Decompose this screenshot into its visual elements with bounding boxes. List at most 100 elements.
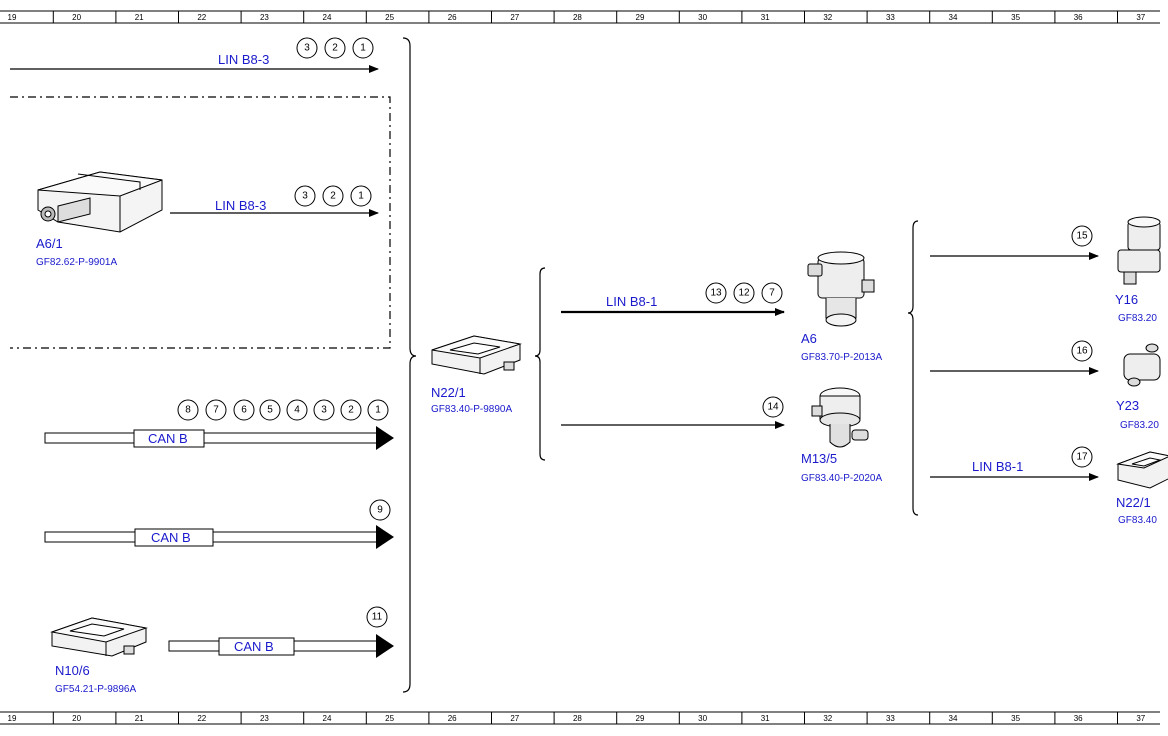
ruler-label: 26 bbox=[448, 13, 457, 22]
callout-circle bbox=[177, 399, 199, 421]
ruler-label: 32 bbox=[823, 714, 832, 723]
bus-label-can-b-row3: CAN B bbox=[148, 431, 188, 446]
component-y23-icon bbox=[1123, 343, 1161, 387]
callout-circle bbox=[205, 399, 227, 421]
bus-label-can-b-row5: CAN B bbox=[234, 639, 274, 654]
callout-number: 3 bbox=[302, 191, 308, 202]
bus-label-lin-b8-3-a6-1: LIN B8-3 bbox=[215, 198, 266, 213]
callout-number: 13 bbox=[710, 288, 722, 299]
callout-number: 6 bbox=[241, 405, 247, 416]
ruler-label: 37 bbox=[1136, 13, 1145, 22]
callout-circle bbox=[369, 499, 391, 521]
callout-number: 1 bbox=[375, 405, 381, 416]
callout-number: 4 bbox=[294, 405, 300, 416]
callout-number: 2 bbox=[330, 191, 336, 202]
component-n10-6-icon bbox=[50, 617, 148, 657]
ruler-label: 24 bbox=[323, 13, 332, 22]
callout-circle bbox=[350, 185, 372, 207]
callouts-row5: 11 bbox=[366, 606, 388, 628]
callouts-row3: 8 7 6 5 4 3 2 1 bbox=[177, 399, 389, 421]
brace-a6-outputs bbox=[907, 220, 919, 516]
bus-label-lin-b8-1-a6: LIN B8-1 bbox=[606, 294, 657, 309]
dashed-group-box bbox=[10, 96, 391, 349]
ruler-label: 33 bbox=[886, 714, 895, 723]
component-ref-n22-1: GF83.40-P-9890A bbox=[431, 404, 512, 415]
component-name-n22-1: N22/1 bbox=[431, 385, 466, 400]
callout-number: 2 bbox=[332, 43, 338, 54]
ruler-label: 21 bbox=[135, 714, 144, 723]
callout-circle bbox=[324, 37, 346, 59]
can-b-arrow-row5 bbox=[168, 634, 394, 658]
callout-circle bbox=[296, 37, 318, 59]
ruler-label: 29 bbox=[636, 714, 645, 723]
ruler-label: 31 bbox=[761, 714, 770, 723]
callout-number: 16 bbox=[1076, 346, 1088, 357]
callouts-row4: 9 bbox=[369, 499, 391, 521]
callout-circle bbox=[1071, 340, 1093, 362]
component-ref-a6-1: GF82.62-P-9901A bbox=[36, 257, 117, 268]
callout-circle bbox=[322, 185, 344, 207]
ruler-label: 35 bbox=[1011, 13, 1020, 22]
component-ref-n22-1-right: GF83.40 bbox=[1118, 515, 1157, 526]
callout-circle bbox=[294, 185, 316, 207]
ruler-label: 20 bbox=[72, 714, 81, 723]
callout-number: 2 bbox=[348, 405, 354, 416]
callout-circle bbox=[761, 282, 783, 304]
component-y16-icon bbox=[1117, 216, 1161, 285]
callout-circle bbox=[1071, 446, 1093, 468]
component-m13-5-icon bbox=[811, 387, 869, 448]
callout-number: 7 bbox=[769, 288, 775, 299]
component-a6-1-icon bbox=[37, 171, 163, 233]
component-name-y23: Y23 bbox=[1116, 398, 1139, 413]
callout-circle bbox=[762, 396, 784, 418]
ruler-label: 23 bbox=[260, 13, 269, 22]
callouts-n22-right-line: 17 bbox=[1071, 446, 1093, 468]
callout-circle bbox=[259, 399, 281, 421]
bus-label-lin-b8-3-top: LIN B8-3 bbox=[218, 52, 269, 67]
ruler-label: 28 bbox=[573, 714, 582, 723]
ruler-label: 24 bbox=[323, 714, 332, 723]
callouts-y16-line: 15 bbox=[1071, 225, 1093, 247]
ruler-label: 22 bbox=[197, 714, 206, 723]
callout-circle bbox=[313, 399, 335, 421]
callout-circle bbox=[733, 282, 755, 304]
callout-number: 15 bbox=[1076, 231, 1088, 242]
ruler-label: 29 bbox=[636, 13, 645, 22]
ruler-label: 23 bbox=[260, 714, 269, 723]
callout-number: 8 bbox=[185, 405, 191, 416]
component-name-n22-1-right: N22/1 bbox=[1116, 495, 1151, 510]
component-n22-1-icon bbox=[431, 335, 522, 375]
callout-circle bbox=[367, 399, 389, 421]
component-name-a6-1: A6/1 bbox=[36, 236, 63, 251]
callout-number: 5 bbox=[267, 405, 273, 416]
callout-number: 12 bbox=[738, 288, 750, 299]
ruler-label: 26 bbox=[448, 714, 457, 723]
ruler-label: 30 bbox=[698, 13, 707, 22]
component-ref-a6: GF83.70-P-2013A bbox=[801, 352, 882, 363]
ruler-label: 25 bbox=[385, 714, 394, 723]
component-name-n10-6: N10/6 bbox=[55, 663, 90, 678]
callout-number: 1 bbox=[358, 191, 364, 202]
bus-label-can-b-row4: CAN B bbox=[151, 530, 191, 545]
callout-number: 9 bbox=[377, 505, 383, 516]
callout-number: 17 bbox=[1076, 452, 1088, 463]
ruler-label: 20 bbox=[72, 13, 81, 22]
component-ref-n10-6: GF54.21-P-9896A bbox=[55, 684, 136, 695]
ruler-label: 28 bbox=[573, 13, 582, 22]
can-b-arrow-row3 bbox=[44, 426, 394, 450]
brace-left-inputs bbox=[402, 37, 417, 693]
ruler-label: 21 bbox=[135, 13, 144, 22]
callout-number: 1 bbox=[360, 43, 366, 54]
ruler-label: 25 bbox=[385, 13, 394, 22]
callout-number: 3 bbox=[321, 405, 327, 416]
ruler-label: 30 bbox=[698, 714, 707, 723]
ruler-label: 22 bbox=[197, 13, 206, 22]
ruler-label: 34 bbox=[949, 714, 958, 723]
component-n22-1-right-icon bbox=[1116, 451, 1168, 489]
ruler-label: 32 bbox=[823, 13, 832, 22]
callout-number: 7 bbox=[213, 405, 219, 416]
component-name-a6: A6 bbox=[801, 331, 817, 346]
callouts-a6-line: 13 12 7 bbox=[705, 282, 783, 304]
